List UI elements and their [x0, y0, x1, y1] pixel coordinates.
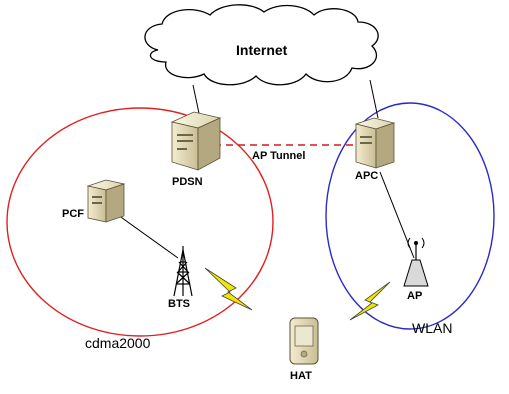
pcf-bts-link — [117, 214, 179, 259]
ap-wireless-lightning-icon — [349, 281, 391, 321]
apc-internet-link — [369, 79, 379, 119]
ap-antenna-icon — [403, 237, 429, 287]
cdma2000-label: cdma2000 — [85, 335, 151, 351]
bts-wireless-lightning-icon — [204, 267, 253, 311]
cdma2000-region-boundary — [6, 107, 274, 337]
apc-ap-link — [379, 171, 415, 259]
apc-server-icon — [354, 117, 396, 169]
pcf-label: PCF — [62, 208, 84, 220]
ap-label: AP — [407, 290, 423, 302]
internet-cloud — [144, 4, 379, 86]
ap-tunnel-label: AP Tunnel — [252, 150, 306, 162]
bts-tower-icon — [173, 246, 193, 297]
wlan-region-boundary — [325, 102, 495, 330]
apc-label: APC — [355, 170, 379, 182]
pdsn-internet-link — [192, 84, 201, 119]
pdsn-server-icon — [170, 111, 222, 171]
pdsn-label: PDSN — [172, 176, 203, 188]
wlan-label: WLAN — [412, 320, 453, 336]
hat-handheld-icon — [289, 317, 319, 365]
hat-label: HAT — [290, 370, 312, 382]
pcf-server-icon — [86, 179, 126, 223]
bts-label: BTS — [168, 298, 190, 310]
internet-label: Internet — [236, 42, 288, 58]
